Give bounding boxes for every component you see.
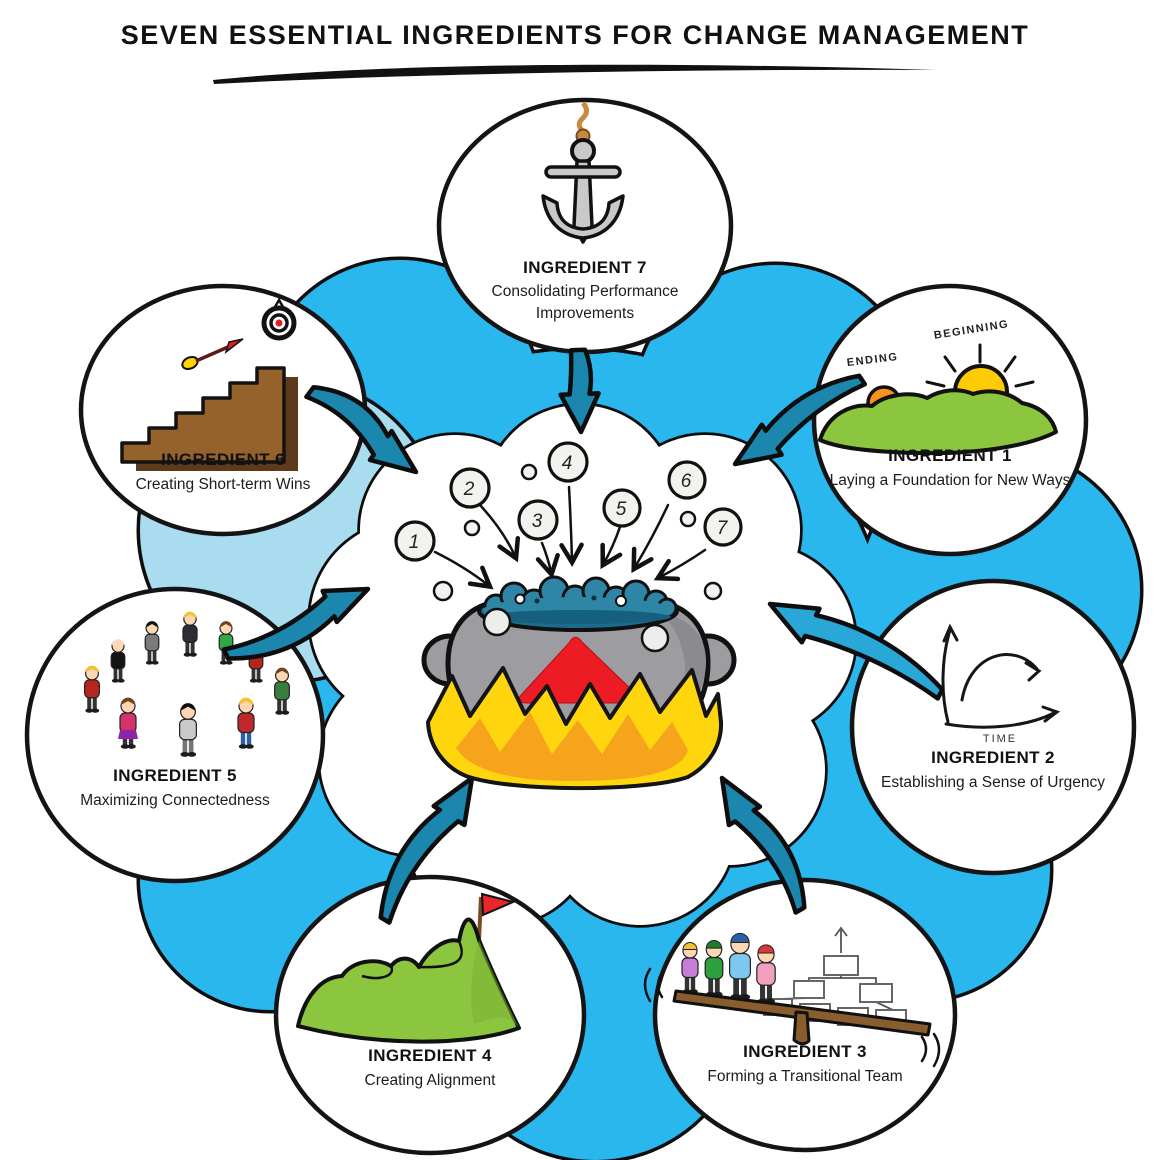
ingredient-5-label: INGREDIENT 5 bbox=[113, 766, 237, 785]
mountain-flag-icon bbox=[296, 892, 521, 1044]
bubble-number: 4 bbox=[562, 453, 573, 474]
ingredient-7-desc: Consolidating Performance Improvements bbox=[491, 283, 679, 323]
anchor-icon bbox=[541, 101, 625, 244]
sunrise-hills-icon: ENDING BEGINNING bbox=[818, 318, 1058, 456]
cauldron-icon bbox=[421, 575, 737, 791]
time-axis-label: TIME bbox=[983, 733, 1017, 745]
ingredient-3-label: INGREDIENT 3 bbox=[743, 1042, 867, 1061]
target-bullseye bbox=[275, 319, 283, 327]
ingredient-3-desc: Forming a Transitional Team bbox=[707, 1068, 903, 1085]
ingredient-7-label: INGREDIENT 7 bbox=[523, 258, 647, 277]
page-title: SEVEN ESSENTIAL INGREDIENTS FOR CHANGE M… bbox=[120, 20, 1030, 50]
bubble-number: 5 bbox=[616, 499, 627, 520]
ingredient-6-desc: Creating Short-term Wins bbox=[135, 476, 311, 493]
bubble-number: 7 bbox=[717, 518, 729, 539]
ingredient-2-desc: Establishing a Sense of Urgency bbox=[880, 774, 1106, 791]
people-circle-icon bbox=[84, 611, 290, 757]
flames-inner bbox=[456, 712, 688, 781]
ingredient-5-desc: Maximizing Connectedness bbox=[80, 792, 270, 809]
dart-tip bbox=[224, 338, 244, 355]
stairs-dart-target-icon bbox=[120, 297, 298, 471]
motion-marks bbox=[643, 967, 941, 1068]
title-underline bbox=[213, 64, 936, 84]
bubble-number: 1 bbox=[409, 532, 420, 553]
bubble-number: 3 bbox=[532, 511, 543, 532]
team-seesaw-icon bbox=[643, 926, 941, 1068]
bubble-number: 2 bbox=[463, 479, 475, 500]
ingredient-6-label: INGREDIENT 6 bbox=[161, 450, 285, 469]
small-bubbles bbox=[432, 463, 723, 602]
ingredient-4-label: INGREDIENT 4 bbox=[368, 1046, 492, 1065]
ingredient-1-label: INGREDIENT 1 bbox=[888, 446, 1012, 465]
inward-arrows bbox=[221, 347, 945, 925]
bubble-number: 6 bbox=[681, 471, 692, 492]
ingredient-2-label: INGREDIENT 2 bbox=[931, 748, 1055, 767]
ingredient-4-desc: Creating Alignment bbox=[364, 1072, 496, 1089]
ingredient-bubbles: 1 2 3 4 5 6 7 bbox=[394, 441, 743, 602]
flag bbox=[480, 892, 517, 917]
ingredient-1-desc: Laying a Foundation for New Ways bbox=[829, 472, 1071, 489]
